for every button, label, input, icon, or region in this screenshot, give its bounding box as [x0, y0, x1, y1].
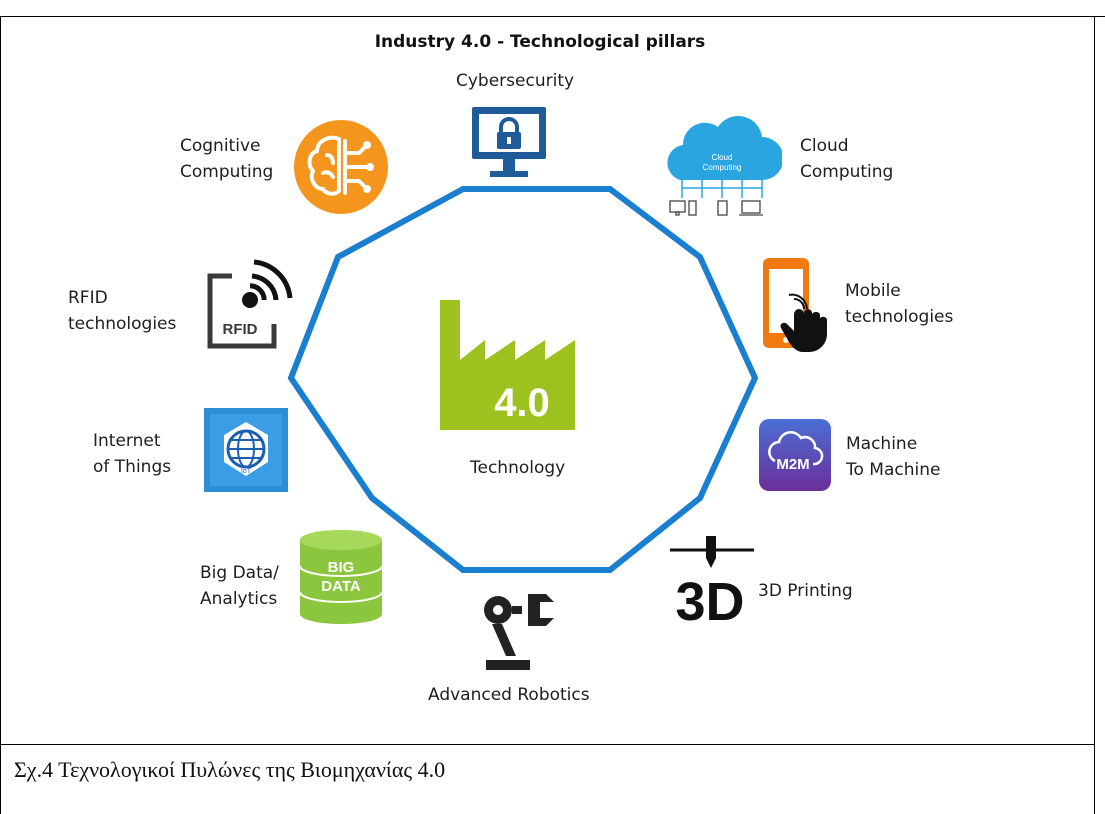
- figure-caption: Σχ.4 Τεχνολογικοί Πυλώνες της Βιομηχανία…: [14, 757, 446, 782]
- robot-arm-icon: [484, 594, 554, 670]
- 3d-printer-icon: 3D: [670, 536, 754, 625]
- monitor-lock-icon: [472, 107, 546, 177]
- big-data-database-icon: BIG DATA: [299, 530, 383, 624]
- svg-text:4.0: 4.0: [494, 381, 550, 425]
- svg-text:RFID: RFID: [223, 321, 258, 338]
- table-border-left: [0, 16, 1, 814]
- brain-circuit-icon: [294, 120, 388, 214]
- iot-globe-icon: IoT: [204, 408, 288, 492]
- table-border-right: [1094, 16, 1095, 814]
- svg-text:IoT: IoT: [241, 468, 252, 475]
- cloud-computing-icon: Cloud Computing: [667, 115, 782, 216]
- iot-label: Internet of Things: [93, 431, 172, 477]
- table-row-divider: [0, 744, 1095, 745]
- advanced-robotics-label: Advanced Robotics: [428, 685, 590, 705]
- m2m-label: Machine To Machine: [846, 434, 941, 480]
- mobile-technologies-label: Mobile technologies: [845, 281, 954, 327]
- svg-text:Cloud: Cloud: [712, 153, 733, 162]
- rfid-tag-icon: RFID: [207, 259, 293, 349]
- center-label: Technology: [470, 458, 566, 478]
- big-data-label: Big Data/ Analytics: [200, 563, 279, 609]
- 3d-printing-label: 3D Printing: [758, 581, 853, 601]
- diagram-title: Industry 4.0 - Technological pillars: [374, 32, 706, 52]
- factory-4-0-icon: 4.0: [440, 300, 575, 430]
- svg-text:DATA: DATA: [321, 578, 361, 595]
- table-border-top: [0, 16, 1105, 17]
- cognitive-computing-label: Cognitive Computing: [180, 136, 274, 182]
- rfid-label: RFID technologies: [68, 288, 177, 334]
- cybersecurity-label: Cybersecurity: [456, 71, 575, 91]
- cloud-computing-label: Cloud Computing: [800, 136, 894, 182]
- svg-text:BIG: BIG: [328, 559, 355, 576]
- svg-text:M2M: M2M: [776, 456, 809, 473]
- pillar-ring: [287, 186, 759, 573]
- m2m-icon: M2M: [759, 419, 831, 491]
- svg-text:Computing: Computing: [703, 163, 742, 172]
- svg-text:3D: 3D: [675, 572, 744, 625]
- mobile-touch-icon: [763, 258, 827, 352]
